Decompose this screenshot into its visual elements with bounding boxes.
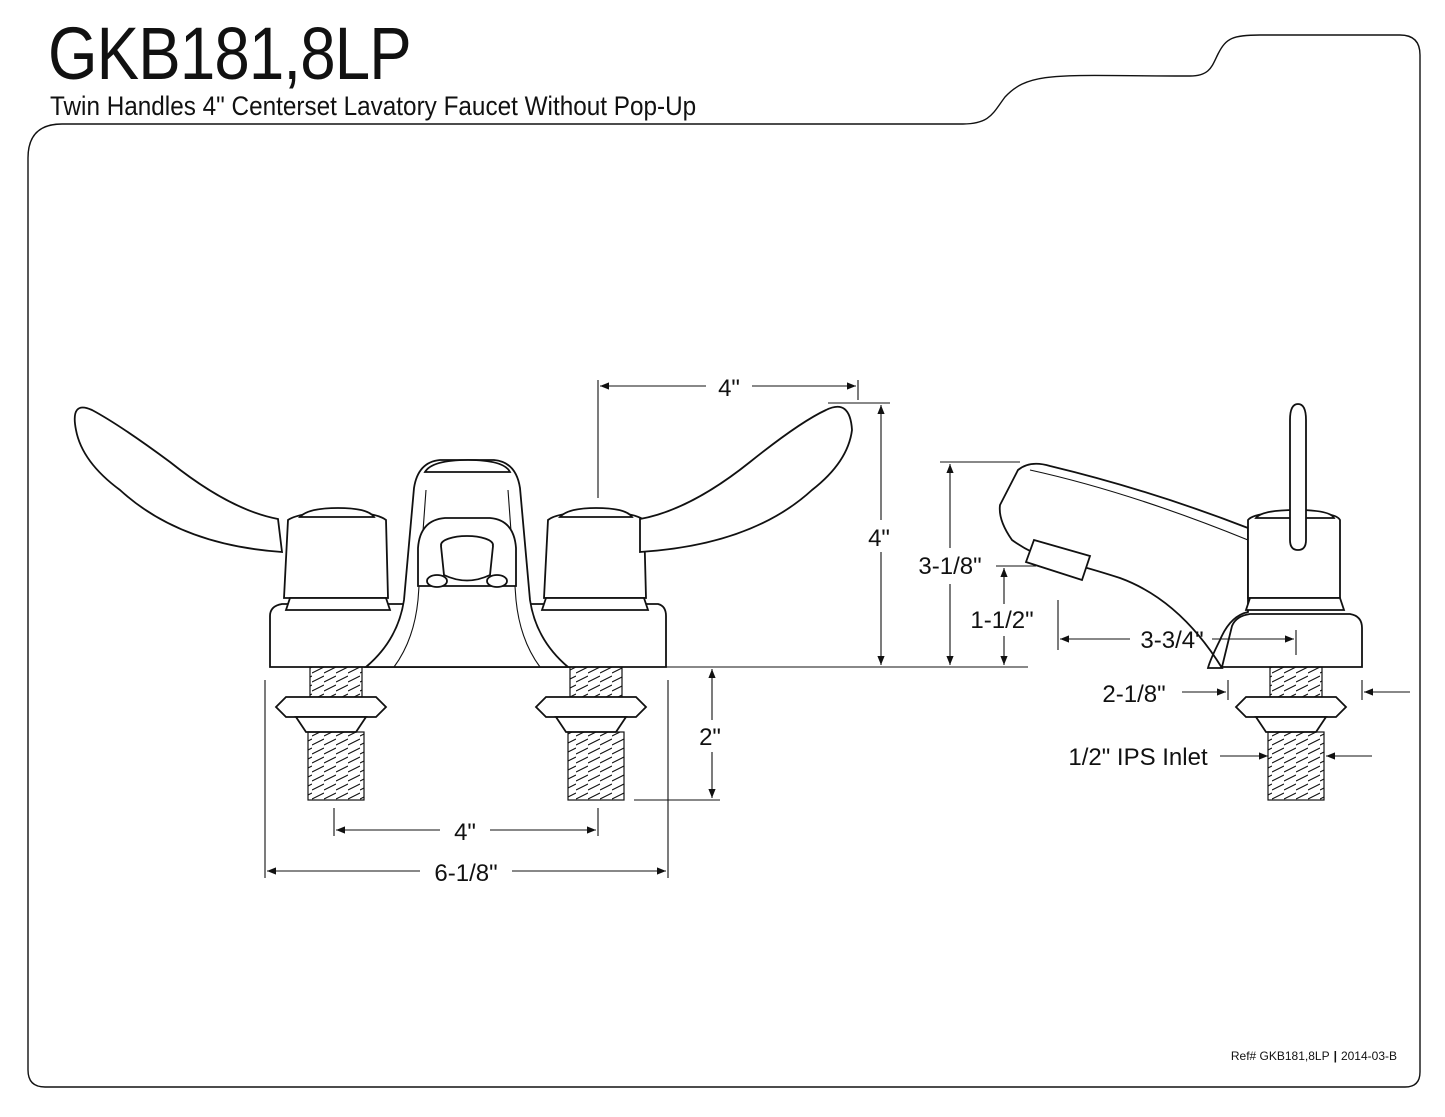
front-view-drawing (73, 405, 853, 801)
reference-footer: Ref# GKB181,8LP|2014-03-B (1231, 1049, 1397, 1063)
front-view-dimensions (264, 380, 1028, 878)
model-title: GKB181,8LP (48, 12, 412, 95)
front-right-shank (534, 666, 648, 801)
dim-handle-center: 4" (718, 375, 740, 402)
side-base (1220, 613, 1363, 668)
front-left-shank (274, 666, 388, 801)
side-lever (1289, 403, 1307, 551)
dim-shank-center: 4" (454, 819, 476, 846)
dim-inlet: 1/2" IPS Inlet (1068, 744, 1208, 771)
dim-overall-height: 4" (868, 525, 890, 552)
side-view-dimensions (940, 461, 1410, 760)
reference-number: Ref# GKB181,8LP (1230, 1049, 1330, 1063)
dim-base-depth: 2-1/8" (1102, 681, 1165, 708)
footer-separator: | (1333, 1049, 1337, 1063)
front-right-handle (639, 405, 853, 553)
dim-shank-length: 2" (699, 724, 721, 751)
dim-side-height: 3-1/8" (918, 553, 981, 580)
revision-date: 2014-03-B (1340, 1049, 1397, 1063)
model-description: Twin Handles 4" Centerset Lavatory Fauce… (50, 91, 697, 121)
dim-spout-height: 1-1/2" (970, 607, 1033, 634)
front-left-handle (73, 406, 284, 553)
dim-spout-reach: 3-3/4" (1140, 627, 1203, 654)
page-frame (27, 34, 1421, 1088)
side-view-drawing (998, 403, 1363, 801)
side-shank (1234, 666, 1348, 801)
dim-base-width: 6-1/8" (434, 860, 497, 887)
